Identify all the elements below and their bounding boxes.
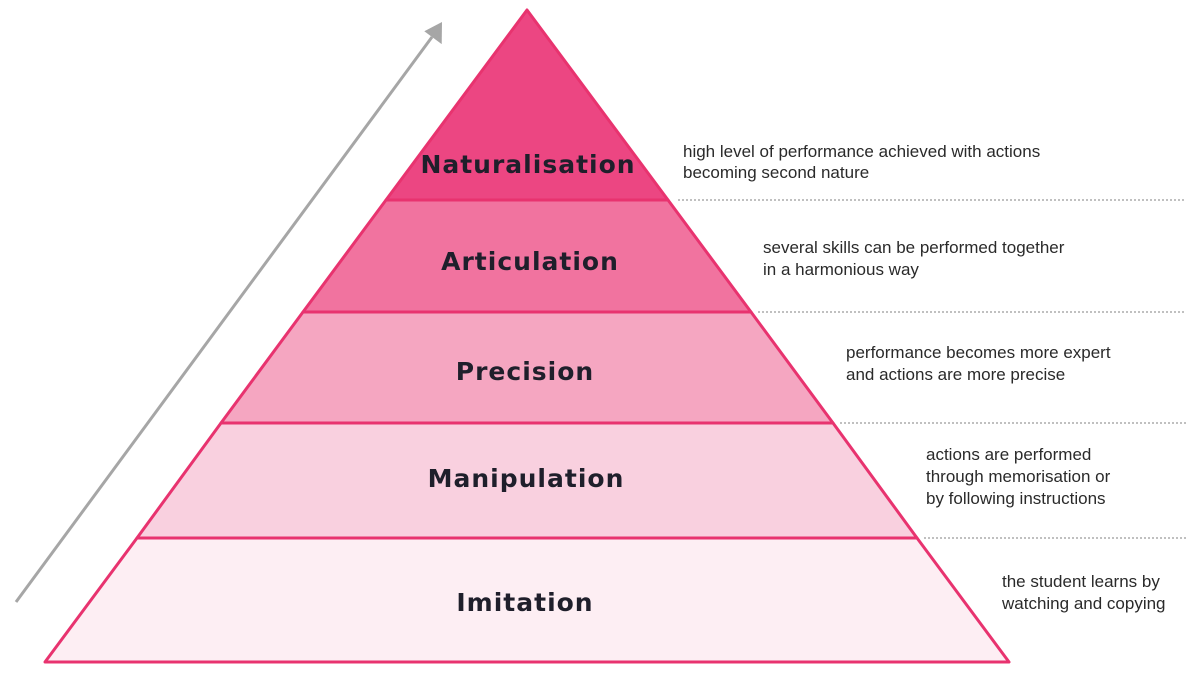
level-label-articulation: Articulation — [441, 247, 619, 276]
level-description-imitation: the student learns by watching and copyi… — [1001, 572, 1166, 613]
level-description-articulation: several skills can be performed together… — [763, 238, 1069, 279]
descriptions: high level of performance achieved with … — [683, 142, 1166, 613]
level-label-imitation: Imitation — [456, 588, 593, 617]
level-labels: Naturalisation Articulation Precision Ma… — [420, 150, 635, 617]
level-description-manipulation: actions are performed through memorisati… — [926, 445, 1115, 508]
level-label-naturalisation: Naturalisation — [420, 150, 635, 179]
level-description-precision: performance becomes more expert and acti… — [846, 343, 1115, 384]
dividers — [678, 199, 1186, 539]
level-shape-imitation — [43, 536, 1011, 664]
up-right-arrow-icon — [14, 22, 442, 603]
level-label-precision: Precision — [456, 357, 594, 386]
pyramid — [43, 8, 1011, 664]
level-description-naturalisation: high level of performance achieved with … — [683, 142, 1045, 182]
level-label-manipulation: Manipulation — [428, 464, 625, 493]
